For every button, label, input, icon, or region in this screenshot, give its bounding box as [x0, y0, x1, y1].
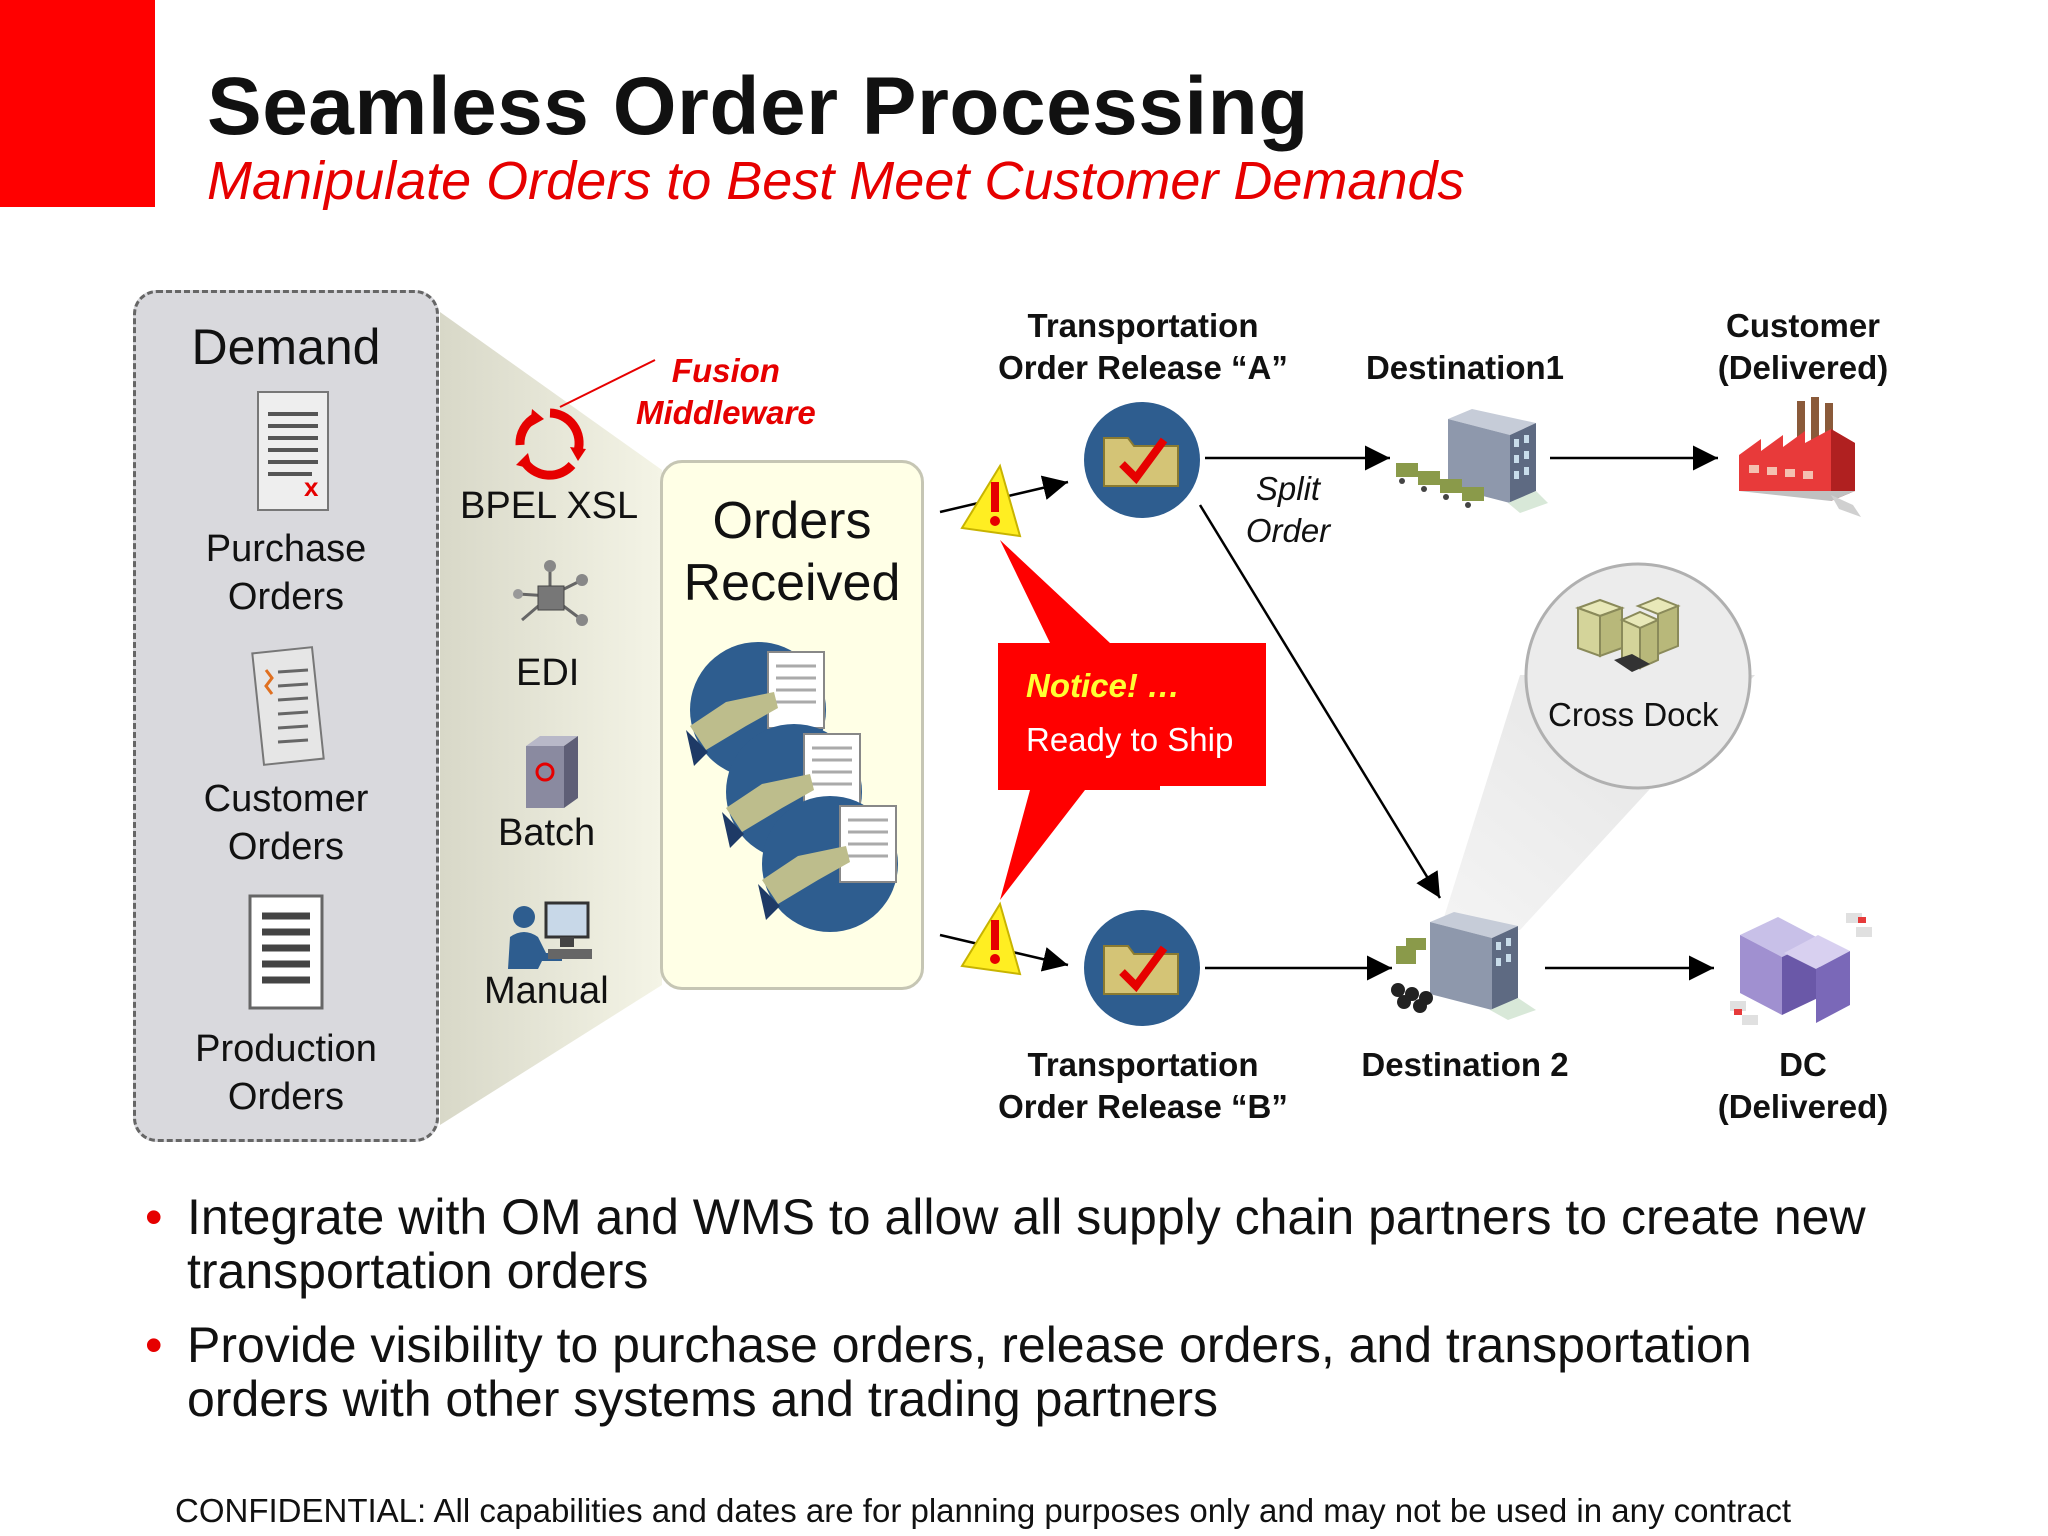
- orders-received-hands-icon: [686, 642, 898, 932]
- warning-icon-a: [960, 463, 1022, 538]
- bpel-xsl-label: BPEL XSL: [460, 485, 639, 527]
- customer-orders-line2: Orders: [227, 826, 345, 868]
- dc-label: DC (Delivered): [1688, 1044, 1918, 1128]
- customer-factory-icon: [1739, 397, 1861, 517]
- split-line2: Order: [1245, 512, 1331, 549]
- bullet-1-line2: transportation orders: [187, 1243, 649, 1299]
- bullet-dot: •: [145, 1317, 163, 1373]
- customer-orders-line1: Customer: [203, 778, 369, 820]
- customer-label: Customer (Delivered): [1688, 305, 1918, 389]
- split-line1: Split: [1255, 470, 1321, 507]
- batch-server-icon: [526, 736, 578, 808]
- bpel-cycle-icon: [515, 408, 586, 480]
- edi-network-icon: [513, 560, 588, 626]
- bullet-2-line2: orders with other systems and trading pa…: [187, 1371, 1219, 1427]
- notice-text: Ready to Ship: [1026, 721, 1234, 758]
- production-orders-line1: Production: [195, 1028, 377, 1070]
- purchase-orders-line2: Orders: [227, 576, 345, 618]
- fusion-pointer-line: [559, 359, 656, 408]
- page-title: Seamless Order Processing: [207, 61, 1309, 152]
- svg-text:x: x: [304, 472, 319, 502]
- release-a-line1: Transportation: [1027, 307, 1259, 344]
- demand-title: Demand: [191, 319, 381, 375]
- warning-icon-b: [960, 901, 1022, 976]
- production-orders-line2: Orders: [227, 1076, 345, 1118]
- release-b-label: Transportation Order Release “B”: [988, 1044, 1298, 1128]
- notice-callout: Notice! … Ready to Ship: [998, 643, 1266, 786]
- release-b-line2: Order Release “B”: [998, 1088, 1288, 1125]
- orders-received-line1: Orders: [712, 492, 872, 550]
- bullet-2-line1: Provide visibility to purchase orders, r…: [187, 1317, 1752, 1373]
- split-order-label: Split Order: [1228, 468, 1348, 552]
- fusion-line2: Middleware: [636, 394, 816, 431]
- customer-line2: (Delivered): [1717, 349, 1889, 386]
- cross-dock-boxes-icon: [1575, 596, 1681, 672]
- order-hand-3: [758, 796, 898, 932]
- destination1-warehouse-icon: [1396, 409, 1548, 513]
- batch-label: Batch: [498, 812, 596, 854]
- fusion-line1: Fusion: [671, 352, 780, 389]
- fusion-middleware-label: Fusion Middleware: [636, 350, 816, 434]
- bullet-item-2: • Provide visibility to purchase orders,…: [145, 1318, 1965, 1426]
- production-orders-label: Production Orders: [133, 1025, 439, 1121]
- confidential-footer: CONFIDENTIAL: All capabilities and dates…: [175, 1492, 1792, 1529]
- arrow-split-to-destination2: [1198, 504, 1442, 899]
- manual-user-computer-icon: [508, 901, 592, 969]
- dc-distribution-center-icon: [1730, 913, 1872, 1025]
- bullet-list: • Integrate with OM and WMS to allow all…: [145, 1190, 1965, 1446]
- page-subtitle: Manipulate Orders to Best Meet Customer …: [207, 151, 1465, 211]
- funnel-shape: [440, 312, 662, 1125]
- production-order-document-icon: [248, 894, 324, 1010]
- manual-label: Manual: [484, 970, 609, 1012]
- cross-dock-label: Cross Dock: [1548, 696, 1719, 733]
- notice-title: Notice! …: [1026, 667, 1181, 704]
- release-a-folder-check-icon: [1084, 402, 1200, 518]
- orders-received-title: Orders Received: [660, 490, 924, 614]
- orders-received-line2: Received: [683, 554, 901, 612]
- edi-label: EDI: [516, 652, 580, 694]
- destination1-label: Destination1: [1365, 349, 1565, 386]
- bullet-item-1: • Integrate with OM and WMS to allow all…: [145, 1190, 1965, 1298]
- dc-line1: DC: [1779, 1046, 1827, 1083]
- release-b-line1: Transportation: [1027, 1046, 1259, 1083]
- release-a-line2: Order Release “A”: [998, 349, 1288, 386]
- customer-orders-label: Customer Orders: [133, 775, 439, 871]
- customer-order-checklist-icon: [251, 646, 325, 766]
- purchase-orders-label: Purchase Orders: [133, 525, 439, 621]
- release-a-label: Transportation Order Release “A”: [988, 305, 1298, 389]
- customer-line1: Customer: [1725, 307, 1881, 344]
- destination2-warehouse-icon: [1391, 912, 1536, 1020]
- release-b-folder-check-icon: [1084, 910, 1200, 1026]
- destination2-label: Destination 2: [1361, 1046, 1569, 1083]
- dc-line2: (Delivered): [1717, 1088, 1889, 1125]
- purchase-orders-line1: Purchase: [205, 528, 367, 570]
- brand-red-block: [0, 0, 155, 207]
- purchase-order-document-icon: x: [257, 391, 329, 511]
- bullet-1-line1: Integrate with OM and WMS to allow all s…: [187, 1189, 1866, 1245]
- bullet-dot: •: [145, 1189, 163, 1245]
